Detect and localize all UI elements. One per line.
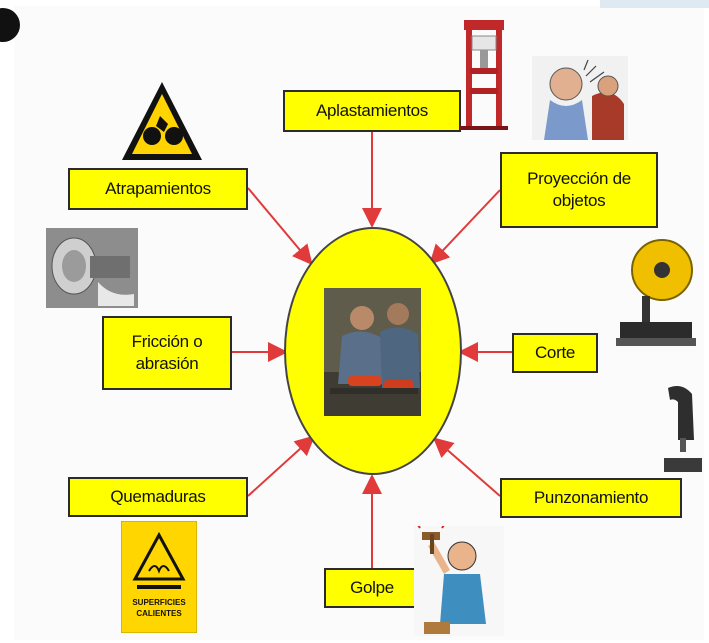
- label-golpe-text: Golpe: [350, 578, 394, 597]
- label-atrapamientos: Atrapamientos: [68, 168, 248, 210]
- arrow-atrapamientos: [247, 187, 313, 266]
- corner-mark: [0, 8, 20, 42]
- label-friccion: Fricción o abrasión: [102, 316, 232, 390]
- label-aplastamientos: Aplastamientos: [283, 90, 461, 132]
- flying-debris-worker-icon: [532, 56, 628, 140]
- label-friccion-line2: abrasión: [135, 354, 199, 373]
- label-aplastamientos-text: Aplastamientos: [315, 101, 429, 120]
- hammer-worker-icon: [414, 526, 504, 636]
- arrow-quemaduras: [247, 435, 315, 497]
- label-atrapamientos-text: Atrapamientos: [105, 179, 211, 198]
- arrow-punzonamiento: [432, 437, 501, 497]
- hydraulic-press-icon: [460, 20, 508, 130]
- grinding-wheel-icon: [46, 228, 138, 308]
- hot-surface-text-1: SUPERFICIES: [132, 598, 186, 607]
- label-proyeccion-line1: Proyección de: [527, 169, 631, 188]
- workers-photo-art: [324, 288, 421, 416]
- label-proyeccion: Proyección de objetos: [500, 152, 658, 228]
- label-quemaduras: Quemaduras: [68, 477, 248, 517]
- arrow-proyeccion: [429, 189, 501, 265]
- label-friccion-line1: Fricción o: [131, 332, 203, 351]
- entrapment-warning-sign-icon: [122, 82, 202, 160]
- label-corte: Corte: [512, 333, 598, 373]
- cutoff-saw-icon: [616, 239, 696, 346]
- label-corte-text: Corte: [534, 343, 576, 362]
- label-punzonamiento: Punzonamiento: [500, 478, 682, 518]
- label-punzonamiento-text: Punzonamiento: [533, 488, 649, 507]
- label-golpe: Golpe: [324, 568, 420, 608]
- hot-surface-text-2: CALIENTES: [136, 609, 182, 618]
- workers-at-machine-photo: [324, 288, 421, 416]
- top-band: [600, 0, 709, 8]
- label-proyeccion-line2: objetos: [552, 191, 606, 210]
- hot-surface-sign-icon: SUPERFICIES CALIENTES: [121, 521, 197, 633]
- punch-press-icon: [664, 386, 702, 472]
- label-quemaduras-text: Quemaduras: [110, 487, 206, 506]
